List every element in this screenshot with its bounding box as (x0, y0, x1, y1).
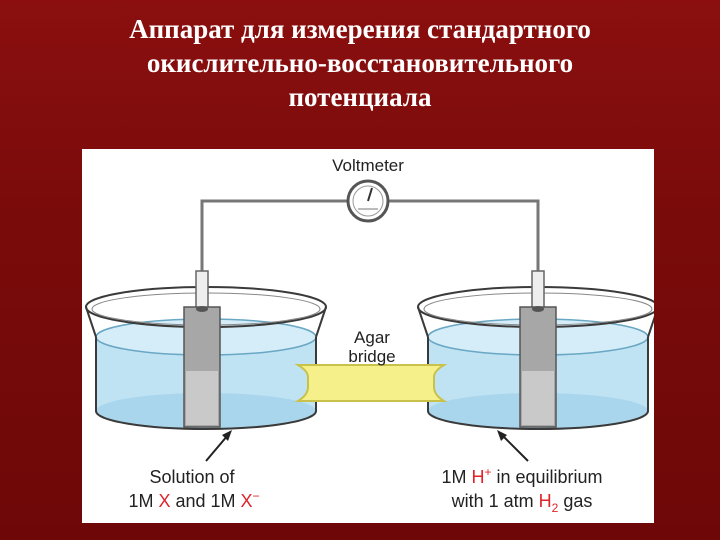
bridge-label-1: Agar (354, 328, 390, 347)
species-x-anion: X (241, 491, 253, 511)
right-caption-line-2: with 1 atm H2 gas (451, 491, 593, 515)
right-pointer-arrow (497, 430, 529, 462)
cell-diagram: Voltmeter (85, 156, 654, 515)
diagram-panel: Voltmeter (82, 149, 654, 523)
left-caption-line-2: 1M X and 1M X− (128, 489, 259, 511)
right-electrode (519, 270, 557, 428)
voltmeter-icon (346, 179, 390, 223)
agar-bridge (294, 364, 448, 402)
right-caption-line-1: 1M H+ in equilibrium (441, 465, 602, 487)
left-caption-line-1: Solution of (149, 467, 235, 487)
bridge-label-2: bridge (348, 347, 395, 366)
left-wire (200, 199, 348, 271)
title-line-1: Аппарат для измерения стандартного (129, 14, 591, 44)
species-x: X (158, 491, 170, 511)
title-line-2: окислительно-восстановительного (146, 48, 574, 78)
species-h-plus: H (471, 467, 484, 487)
voltmeter-label: Voltmeter (332, 156, 404, 175)
left-electrode (183, 270, 221, 428)
slide-title: Аппарат для измерения стандартного окисл… (40, 12, 680, 114)
species-h2: H (539, 491, 552, 511)
left-pointer-arrow (205, 430, 232, 462)
right-wire (388, 199, 540, 271)
title-line-3: потенциала (288, 82, 432, 112)
